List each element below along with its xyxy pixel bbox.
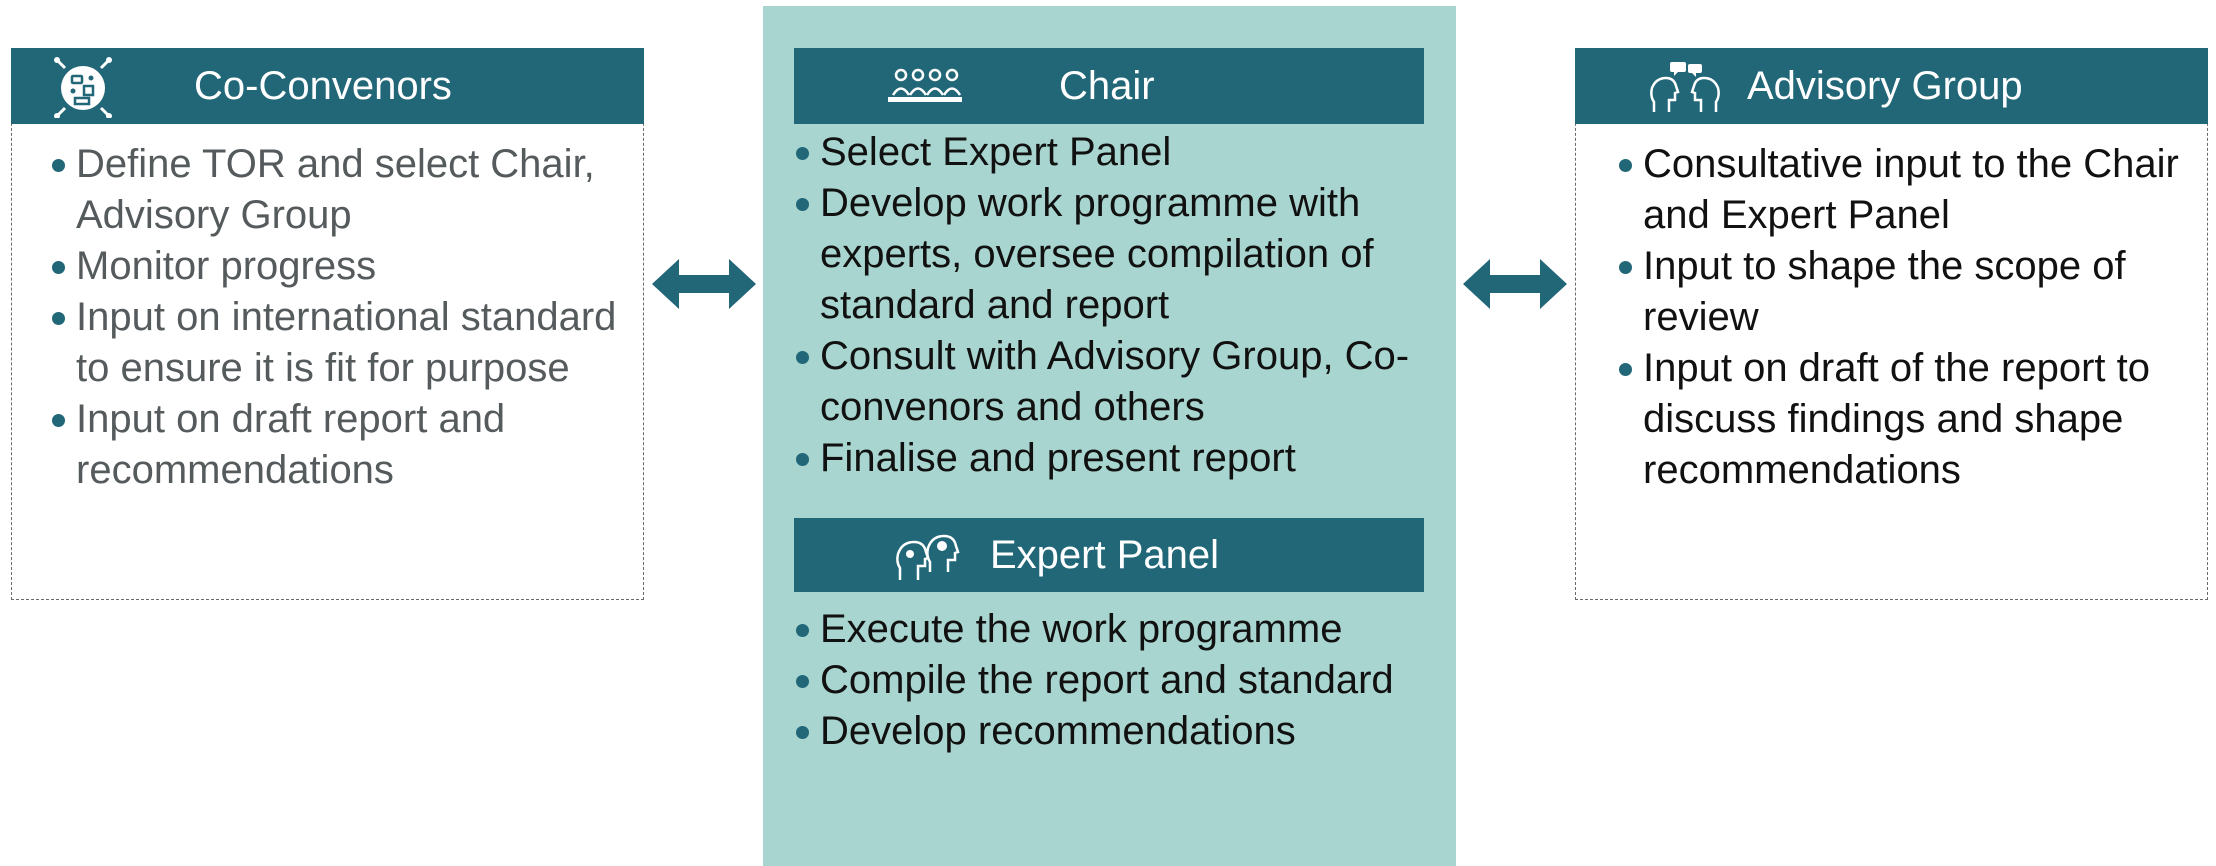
- list-item: Define TOR and select Chair, Advisory Gr…: [50, 139, 640, 241]
- chair-list: Select Expert Panel Develop work program…: [794, 127, 1434, 484]
- list-item: Finalise and present report: [794, 433, 1434, 484]
- list-item: Develop recommendations: [794, 706, 1434, 757]
- expert-panel-header: Expert Panel: [794, 518, 1424, 592]
- double-arrow-right-icon: [1463, 259, 1567, 309]
- co-convenors-header: Co-Convenors: [11, 48, 644, 124]
- advisory-group-box: [1575, 48, 2208, 600]
- list-item: Monitor progress: [50, 241, 640, 292]
- advisory-group-header: Advisory Group: [1575, 48, 2208, 124]
- list-item: Develop work programme with experts, ove…: [794, 178, 1434, 331]
- chair-title: Chair: [1059, 63, 1155, 108]
- list-item: Select Expert Panel: [794, 127, 1434, 178]
- list-item: Input on draft report and recommendation…: [50, 394, 640, 496]
- list-item: Input on draft of the report to discuss …: [1617, 343, 2207, 496]
- co-convenors-box: [11, 48, 644, 600]
- expert-panel-title: Expert Panel: [990, 532, 1220, 577]
- list-item: Consultative input to the Chair and Expe…: [1617, 139, 2207, 241]
- list-item: Compile the report and standard: [794, 655, 1434, 706]
- co-convenors-list: Define TOR and select Chair, Advisory Gr…: [50, 139, 640, 496]
- advisory-group-title: Advisory Group: [1747, 63, 2023, 108]
- co-convenors-title: Co-Convenors: [194, 63, 452, 108]
- list-item: Input to shape the scope of review: [1617, 241, 2207, 343]
- chair-expert-panel-column: [763, 6, 1456, 866]
- advisory-group-list: Consultative input to the Chair and Expe…: [1617, 139, 2207, 496]
- thinking-heads-icon: [896, 534, 960, 580]
- expert-panel-list: Execute the work programme Compile the r…: [794, 604, 1434, 757]
- list-item: Execute the work programme: [794, 604, 1434, 655]
- conversation-heads-icon: [1650, 62, 1720, 112]
- double-arrow-left-icon: [652, 259, 756, 309]
- people-group-icon: [888, 68, 962, 102]
- circuit-board-icon: [54, 57, 112, 118]
- list-item: Consult with Advisory Group, Co-convenor…: [794, 331, 1434, 433]
- chair-header: Chair: [794, 48, 1424, 124]
- list-item: Input on international standard to ensur…: [50, 292, 640, 394]
